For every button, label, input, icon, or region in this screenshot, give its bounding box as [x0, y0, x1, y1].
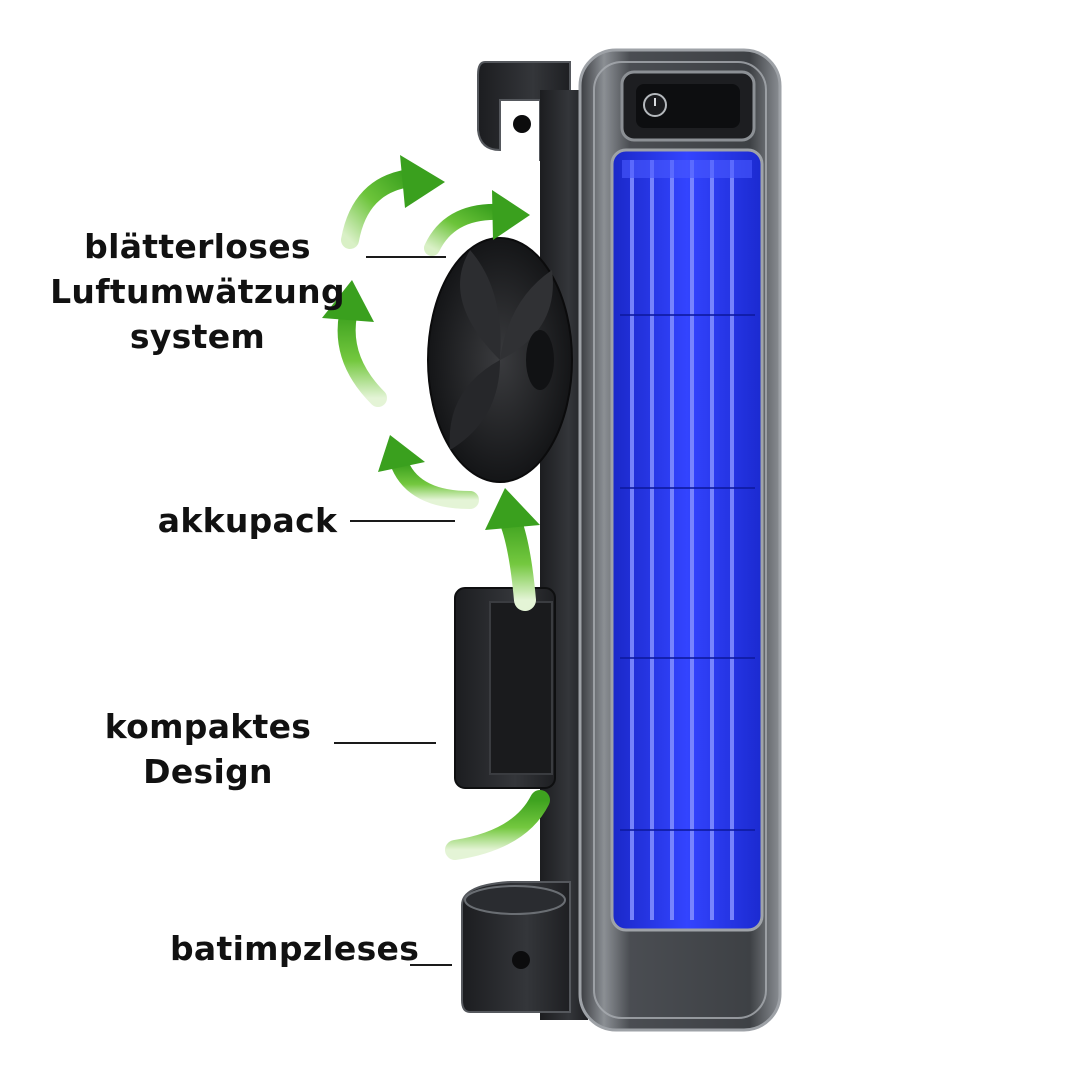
leader-line-fan: [366, 256, 446, 258]
curved-arrow-icon: [485, 488, 540, 611]
callout-line: system: [129, 317, 266, 356]
airflow-arrows: [322, 155, 550, 860]
battery-block: [454, 587, 556, 789]
curved-arrow-icon: [322, 280, 387, 407]
callout-line: batimpzleses: [170, 929, 420, 968]
callout-line: blätterloses: [84, 227, 311, 266]
callout-compact-design: kompaktes Design: [98, 704, 318, 794]
callout-line: kompaktes: [104, 707, 312, 746]
callout-line: Luftumwätzung: [50, 272, 345, 311]
curved-arrow-icon: [445, 790, 550, 860]
leader-line-compact: [334, 742, 436, 744]
clamp-screw-icon: [513, 115, 531, 133]
callout-battery: akkupack: [150, 498, 345, 543]
callout-fan-system: blätterloses Luftumwätzung system: [40, 224, 355, 359]
bottom-clamp: [461, 881, 571, 1013]
leader-line-base: [410, 964, 452, 966]
callout-base: batimpzleses: [170, 926, 420, 971]
callout-line: akkupack: [157, 501, 338, 540]
curved-arrow-icon: [378, 435, 479, 509]
callout-line: Design: [143, 752, 273, 791]
curved-arrow-icon: [341, 155, 445, 249]
clamp-screw-icon: [512, 951, 530, 969]
fan-rotor: [427, 237, 573, 483]
leader-line-battery: [350, 520, 455, 522]
curved-arrow-icon: [424, 190, 530, 256]
control-panel: [620, 70, 756, 142]
vent-grille: [610, 148, 764, 932]
